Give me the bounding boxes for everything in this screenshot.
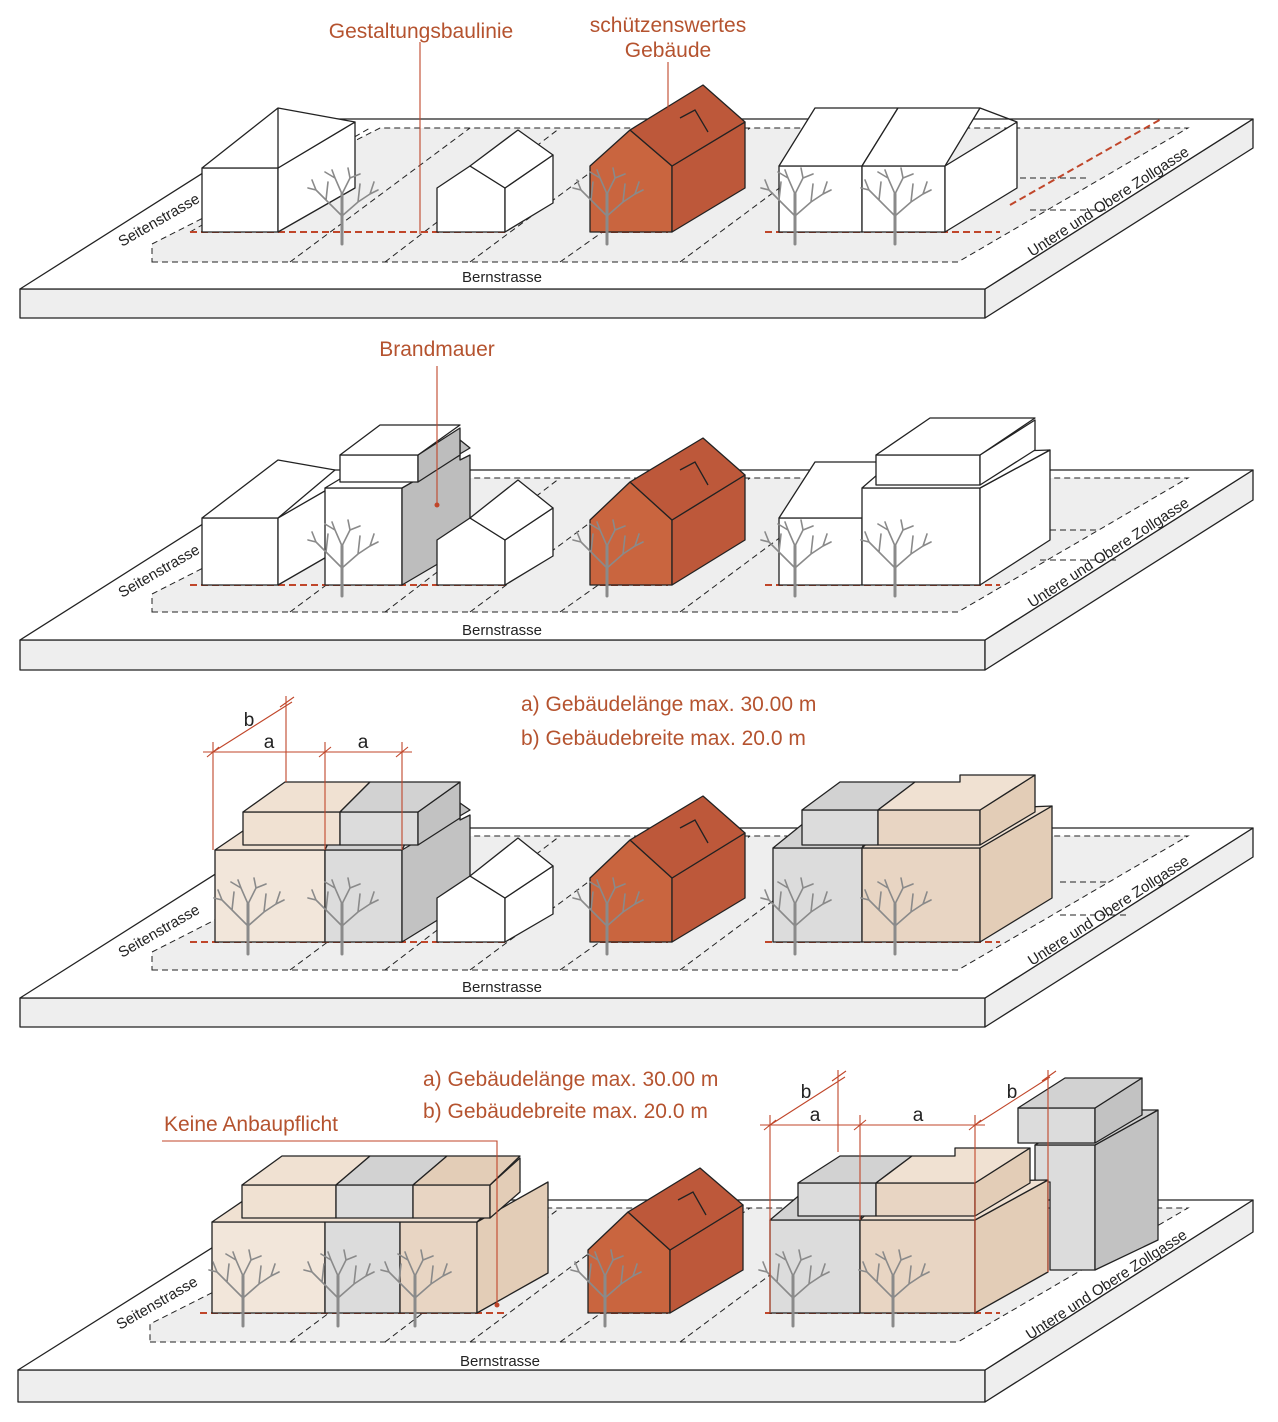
buildings bbox=[201, 84, 1018, 233]
dim-label-a-1: a bbox=[264, 732, 275, 753]
street-label-bottom: Bernstrasse bbox=[462, 979, 542, 996]
street-label-bottom: Bernstrasse bbox=[462, 622, 542, 639]
panel-1: Bernstrasse Seitenstrasse Untere und Obe… bbox=[19, 14, 1254, 319]
label-protected-line2: Gebäude bbox=[625, 39, 711, 62]
panel-3: b a a a) Gebäudelänge max. 30.00 m b) Ge… bbox=[19, 693, 1254, 1028]
dim-label-a-1: a bbox=[810, 1105, 821, 1126]
label-design-line: Gestaltungsbaulinie bbox=[329, 20, 513, 43]
label-fire-wall: Brandmauer bbox=[379, 338, 495, 361]
dim-label-b-1: b bbox=[801, 1082, 812, 1103]
buildings bbox=[211, 1077, 1159, 1314]
buildings bbox=[214, 774, 1053, 943]
label-no-building-obligation: Keine Anbaupflicht bbox=[164, 1113, 338, 1136]
dim-label-b: b bbox=[244, 710, 255, 731]
street-label-bottom: Bernstrasse bbox=[460, 1353, 540, 1370]
label-protected-line1: schützenswertes bbox=[590, 14, 746, 37]
panel-2: Bernstrasse Seitenstrasse Untere und Obe… bbox=[19, 338, 1254, 671]
dim-label-a-2: a bbox=[913, 1105, 924, 1126]
dimension-lines bbox=[203, 696, 412, 850]
rule-length: a) Gebäudelänge max. 30.00 m bbox=[423, 1068, 718, 1091]
buildings bbox=[201, 417, 1051, 586]
dim-label-b-2: b bbox=[1007, 1082, 1018, 1103]
street-label-bottom: Bernstrasse bbox=[462, 269, 542, 286]
rule-width: b) Gebäudebreite max. 20.0 m bbox=[423, 1100, 708, 1123]
rule-length: a) Gebäudelänge max. 30.00 m bbox=[521, 693, 816, 716]
rule-width: b) Gebäudebreite max. 20.0 m bbox=[521, 727, 806, 750]
panel-4: b a a b a) Gebäudelänge max. 30.00 m b) … bbox=[17, 1068, 1254, 1403]
dim-label-a-2: a bbox=[358, 732, 369, 753]
dimension-lines bbox=[162, 1070, 1057, 1313]
